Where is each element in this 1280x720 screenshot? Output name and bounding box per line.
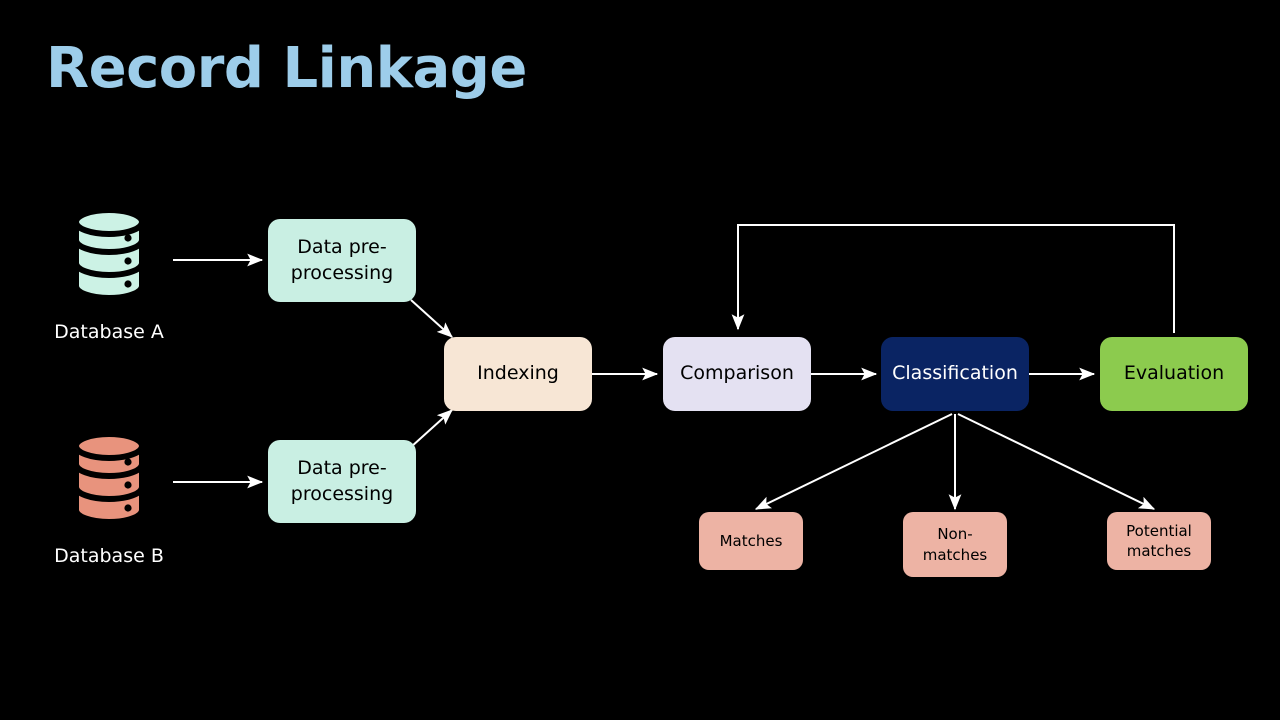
database-cylinder-icon: [73, 432, 145, 525]
database-cylinder-icon: [73, 208, 145, 301]
node-non-matches-label: Non-matches: [922, 525, 988, 564]
node-preprocessing-bottom-label: Data pre-processing: [290, 456, 394, 505]
node-potential-matches-label: Potential matches: [1126, 521, 1192, 560]
node-preprocessing-top-label: Data pre-processing: [290, 235, 394, 284]
node-indexing[interactable]: Indexing: [444, 337, 592, 411]
arrow-classification-to-matches: [754, 413, 953, 510]
page-title: Record Linkage: [46, 36, 527, 101]
node-non-matches[interactable]: Non-matches: [903, 512, 1007, 577]
node-comparison[interactable]: Comparison: [663, 337, 811, 411]
node-potential-matches[interactable]: Potential matches: [1107, 512, 1211, 570]
node-matches[interactable]: Matches: [699, 512, 803, 570]
database-b-label: Database B: [54, 545, 164, 567]
node-classification-label: Classification: [892, 362, 1018, 385]
node-indexing-label: Indexing: [477, 362, 559, 385]
arrow-preprocessing-top-to-indexing: [410, 299, 453, 338]
node-matches-label: Matches: [719, 531, 783, 550]
node-evaluation-label: Evaluation: [1123, 362, 1225, 385]
arrow-evaluation-to-comparison-feedback: [731, 224, 1175, 333]
arrow-preprocessing-bottom-to-indexing: [410, 409, 453, 448]
node-preprocessing-bottom[interactable]: Data pre-processing: [268, 440, 416, 523]
database-a-label: Database A: [54, 321, 164, 343]
node-comparison-label: Comparison: [680, 362, 794, 385]
node-classification[interactable]: Classification: [881, 337, 1029, 411]
database-b-group: Database B: [34, 432, 184, 568]
database-a-group: Database A: [34, 208, 184, 344]
arrow-classification-to-potential-matches: [957, 413, 1156, 510]
node-preprocessing-top[interactable]: Data pre-processing: [268, 219, 416, 302]
node-evaluation[interactable]: Evaluation: [1100, 337, 1248, 411]
